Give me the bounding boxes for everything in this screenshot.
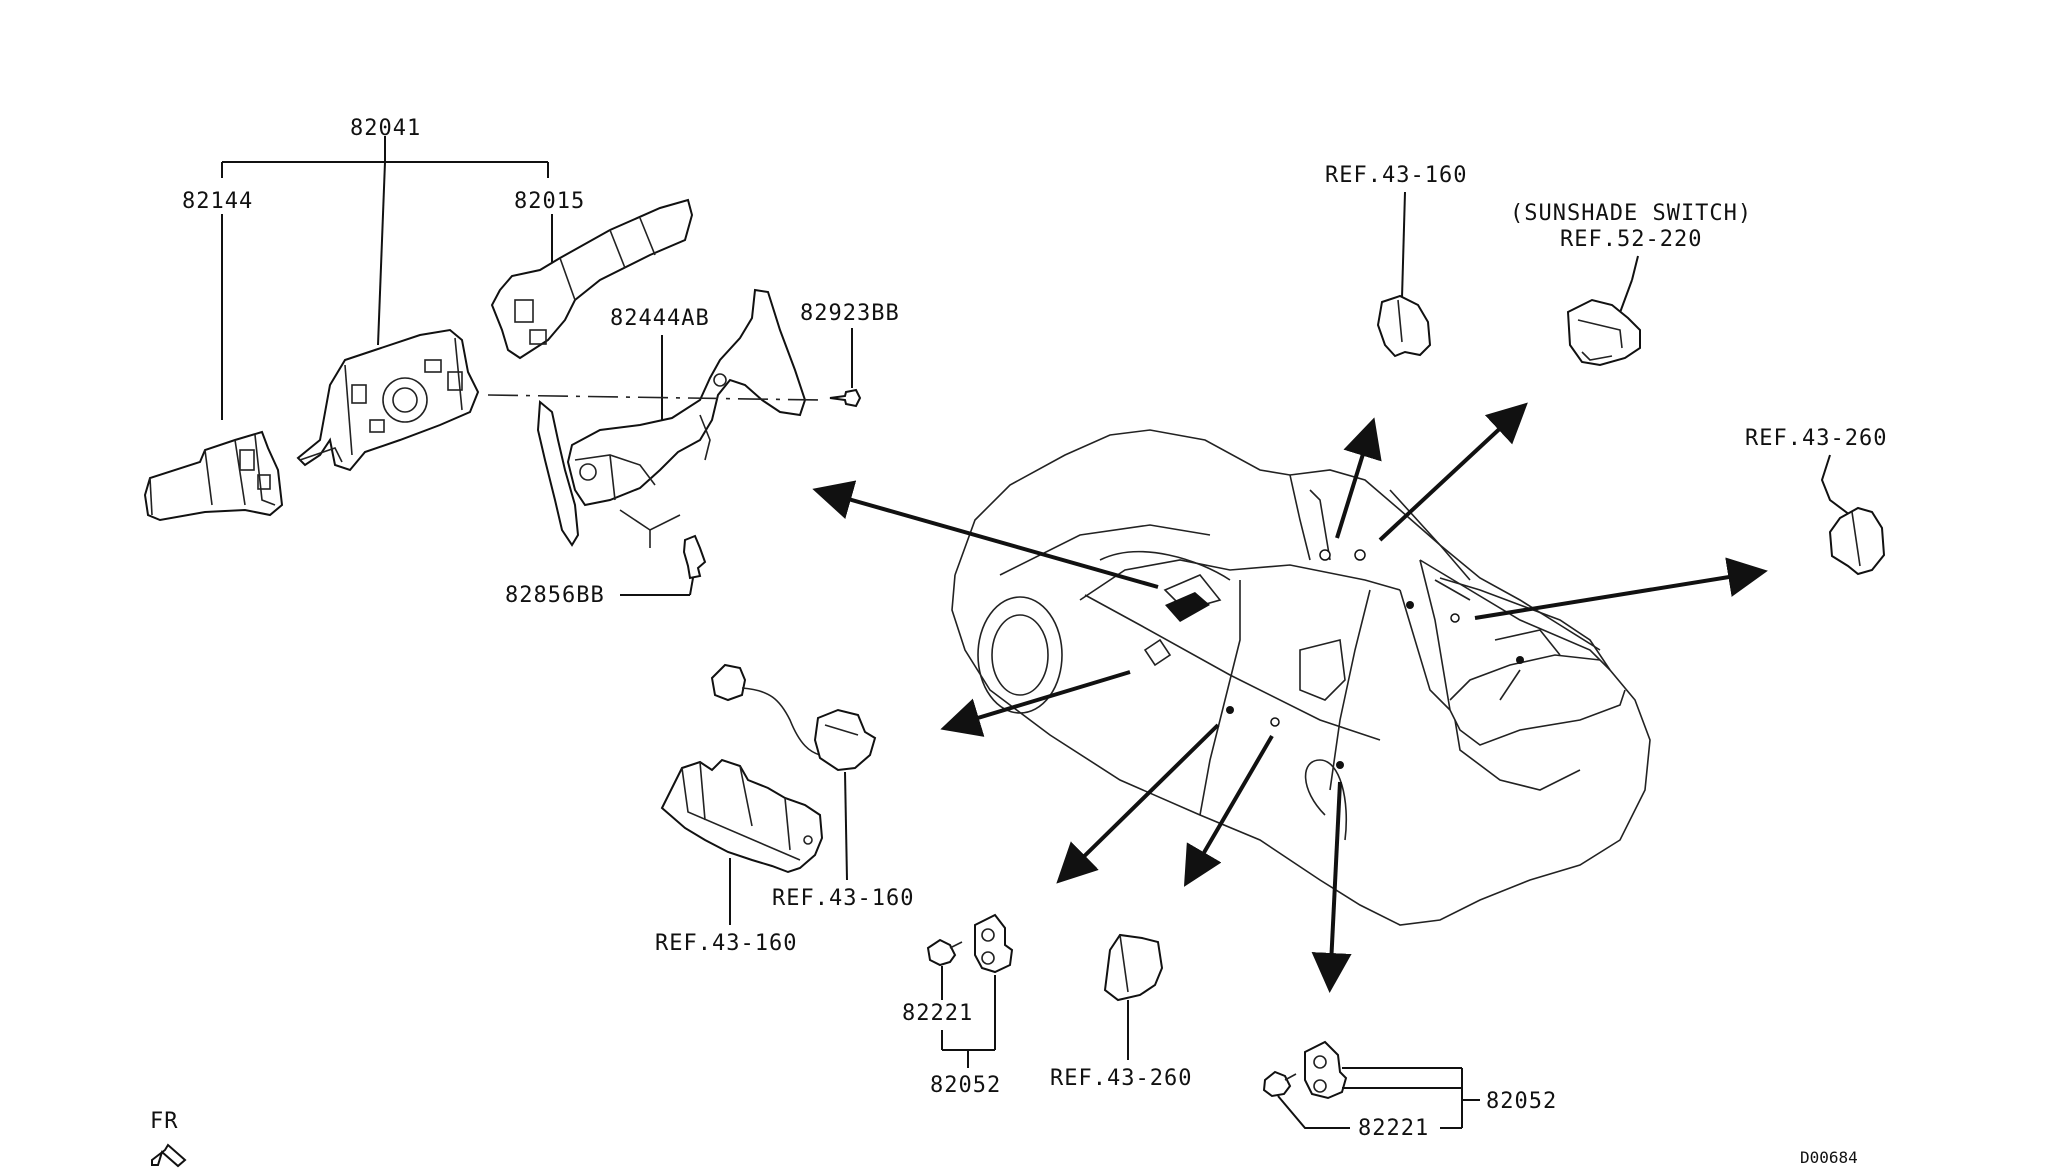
pointer-arrows bbox=[812, 402, 1768, 993]
label-ref-43-260-bottom: REF.43-260 bbox=[1050, 1066, 1192, 1091]
label-ref-43-160-mid: REF.43-160 bbox=[772, 886, 914, 911]
screw-82856BB bbox=[682, 534, 707, 580]
sunshade-switch-ref-52-220 bbox=[1566, 298, 1641, 367]
label-82923BB: 82923BB bbox=[800, 301, 900, 326]
leader-ref-52-220-a bbox=[1631, 255, 1639, 281]
label-82015: 82015 bbox=[514, 189, 585, 214]
label-ref-43-160-top: REF.43-160 bbox=[1325, 163, 1467, 188]
label-82052-right: 82052 bbox=[1486, 1089, 1557, 1114]
paddle-shift-assembly bbox=[536, 288, 807, 548]
label-82052-left: 82052 bbox=[930, 1073, 1001, 1098]
label-82221-right: 82221 bbox=[1358, 1116, 1429, 1141]
screw-82923BB bbox=[829, 388, 862, 408]
label-82444AB: 82444AB bbox=[610, 306, 710, 331]
vehicle-outline bbox=[951, 429, 1651, 926]
label-82856BB: 82856BB bbox=[505, 583, 605, 608]
switch-ref-43-260-right bbox=[1828, 506, 1886, 576]
switch-panel-ref-43-160 bbox=[660, 758, 824, 874]
front-direction-arrow-icon bbox=[151, 1143, 187, 1168]
connector-82052-right bbox=[1304, 1040, 1348, 1100]
diagram-code: D00684 bbox=[1800, 1148, 1858, 1167]
label-ref-52-220: REF.52-220 bbox=[1560, 227, 1702, 252]
leader-ref-43-160-top bbox=[1401, 191, 1406, 299]
leader-ref-43-260-right bbox=[1820, 454, 1851, 516]
label-82041: 82041 bbox=[350, 116, 421, 141]
combination-switch-body bbox=[296, 328, 480, 472]
center-axis-line bbox=[487, 394, 821, 401]
leader-82041 bbox=[221, 136, 553, 420]
leader-82856BB-v bbox=[689, 577, 694, 596]
label-82144: 82144 bbox=[182, 189, 253, 214]
lighting-switch-82144 bbox=[143, 430, 284, 522]
switch-harness-ref-43-160 bbox=[710, 663, 877, 772]
switch-ref-43-260-bottom bbox=[1103, 933, 1164, 1002]
label-ref-43-260-right: REF.43-260 bbox=[1745, 426, 1887, 451]
label-ref-43-160-left: REF.43-160 bbox=[655, 931, 797, 956]
label-sunshade-switch: (SUNSHADE SWITCH) bbox=[1510, 201, 1752, 226]
wiper-switch-82015 bbox=[490, 198, 694, 360]
leader-82221-right bbox=[1277, 1095, 1350, 1129]
label-82221-left: 82221 bbox=[902, 1001, 973, 1026]
switch-ref-43-160-top bbox=[1376, 294, 1432, 358]
clip-82221-left bbox=[926, 938, 963, 967]
leader-ref-43-160-mid bbox=[844, 771, 848, 881]
label-fr: FR bbox=[150, 1109, 179, 1134]
connector-82052-left bbox=[974, 913, 1014, 974]
clip-82221-right bbox=[1262, 1070, 1297, 1098]
